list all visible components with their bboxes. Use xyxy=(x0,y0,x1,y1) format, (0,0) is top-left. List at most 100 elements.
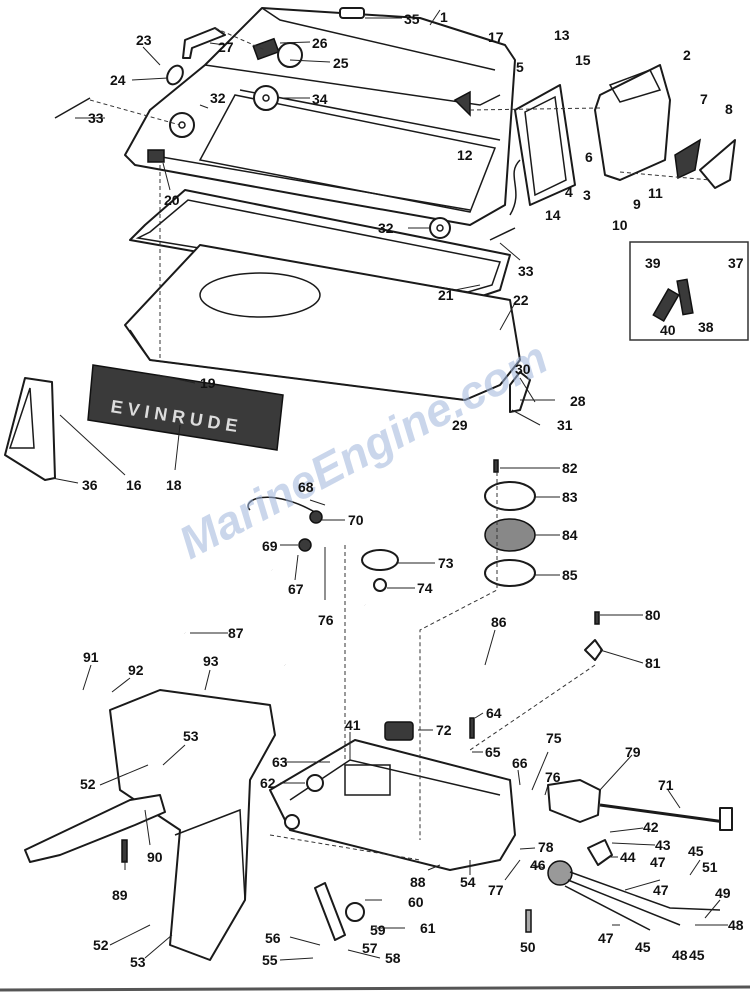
callout-53b: 53 xyxy=(130,954,146,970)
callout-49: 49 xyxy=(715,885,731,901)
motor-cover-bottom-22[interactable] xyxy=(124,244,521,401)
lower-pan-88[interactable] xyxy=(269,739,516,871)
callout-43: 43 xyxy=(655,837,671,853)
lower-cowl-93[interactable] xyxy=(109,689,276,961)
callout-82: 82 xyxy=(562,460,578,476)
wiring-harness xyxy=(547,860,721,931)
callout-72: 72 xyxy=(436,722,452,738)
callout-65: 65 xyxy=(485,744,501,760)
callout-66: 66 xyxy=(512,755,528,771)
callout-73: 73 xyxy=(438,555,454,571)
hinge-31 xyxy=(509,371,531,413)
callout-33-right: 33 xyxy=(518,263,534,279)
rod-71 xyxy=(599,803,733,831)
insert-7 xyxy=(674,138,702,180)
knob-25 xyxy=(277,42,303,68)
callout-68: 68 xyxy=(298,479,314,495)
callout-2: 2 xyxy=(683,47,691,63)
callout-92: 92 xyxy=(128,662,144,678)
callout-77: 77 xyxy=(488,882,504,898)
callout-41: 41 xyxy=(345,717,361,733)
callout-61: 61 xyxy=(420,920,436,936)
lever-57 xyxy=(314,882,346,941)
callout-45b: 45 xyxy=(635,939,651,955)
seal-87 xyxy=(107,548,273,635)
callout-69: 69 xyxy=(262,538,278,554)
gauge-72 xyxy=(384,721,414,741)
callout-67: 67 xyxy=(288,581,304,597)
callout-5: 5 xyxy=(516,59,524,75)
callout-52b: 52 xyxy=(93,937,109,953)
callout-78: 78 xyxy=(538,839,554,855)
callout-52a: 52 xyxy=(80,776,96,792)
callout-12: 12 xyxy=(457,147,473,163)
callout-34: 34 xyxy=(312,91,328,107)
callout-8: 8 xyxy=(725,101,733,117)
spring-33-right xyxy=(489,227,516,241)
callout-32-lower: 32 xyxy=(378,220,394,236)
bolt-50 xyxy=(525,909,532,933)
callout-74: 74 xyxy=(417,580,433,596)
callout-76a: 76 xyxy=(318,612,334,628)
bolt-89 xyxy=(121,839,128,863)
callout-75: 75 xyxy=(546,730,562,746)
grommet-62 xyxy=(306,774,324,792)
callout-17: 17 xyxy=(488,29,504,45)
rear-cover-2[interactable] xyxy=(594,64,671,181)
fitting-74 xyxy=(373,578,387,592)
bracket-81 xyxy=(584,639,603,661)
motor-cover-top[interactable] xyxy=(124,7,516,226)
callout-38: 38 xyxy=(698,319,714,335)
callout-90: 90 xyxy=(147,849,163,865)
gasket-85 xyxy=(484,559,536,587)
callout-28: 28 xyxy=(570,393,586,409)
callout-39: 39 xyxy=(645,255,661,271)
callout-22: 22 xyxy=(513,292,529,308)
callout-42: 42 xyxy=(643,819,659,835)
latch-44 xyxy=(587,839,613,866)
callout-33-left: 33 xyxy=(88,110,104,126)
callout-80: 80 xyxy=(645,607,661,623)
callout-63: 63 xyxy=(272,754,288,770)
cap-83[interactable] xyxy=(484,481,536,511)
callout-labels: 1 2 3 4 5 6 7 8 9 10 11 12 13 14 15 16 1… xyxy=(80,9,744,970)
callout-48b: 48 xyxy=(672,947,688,963)
latch-26 xyxy=(252,37,280,61)
latch-20 xyxy=(147,149,165,163)
fuel-knob-79[interactable] xyxy=(547,779,601,823)
leader-lines xyxy=(51,9,728,961)
wire-14 xyxy=(509,159,521,216)
callout-55: 55 xyxy=(262,952,278,968)
callout-23: 23 xyxy=(136,32,152,48)
callout-64: 64 xyxy=(486,705,502,721)
insert-8 xyxy=(699,139,736,189)
bracket-90 xyxy=(24,794,166,863)
callout-29: 29 xyxy=(452,417,468,433)
callout-32-upper: 32 xyxy=(210,90,226,106)
callout-26: 26 xyxy=(312,35,328,51)
spring-33-left xyxy=(54,97,91,119)
callout-13: 13 xyxy=(554,27,570,43)
callout-53a: 53 xyxy=(183,728,199,744)
callout-16: 16 xyxy=(126,477,142,493)
callout-30: 30 xyxy=(515,361,531,377)
callout-3: 3 xyxy=(583,187,591,203)
callout-81: 81 xyxy=(645,655,661,671)
callout-85: 85 xyxy=(562,567,578,583)
callout-27: 27 xyxy=(218,39,234,55)
callout-47b: 47 xyxy=(653,882,669,898)
callout-59: 59 xyxy=(370,922,386,938)
callout-86: 86 xyxy=(491,614,507,630)
callout-62: 62 xyxy=(260,775,276,791)
seal-86 xyxy=(284,603,495,737)
callout-9: 9 xyxy=(633,196,641,212)
callout-40: 40 xyxy=(660,322,676,338)
callout-87: 87 xyxy=(228,625,244,641)
fitting-70 xyxy=(309,510,323,524)
callout-6: 6 xyxy=(585,149,593,165)
callout-84: 84 xyxy=(562,527,578,543)
bolt-64 xyxy=(469,717,475,739)
knob-32-upper xyxy=(169,112,195,138)
callout-20: 20 xyxy=(164,192,180,208)
